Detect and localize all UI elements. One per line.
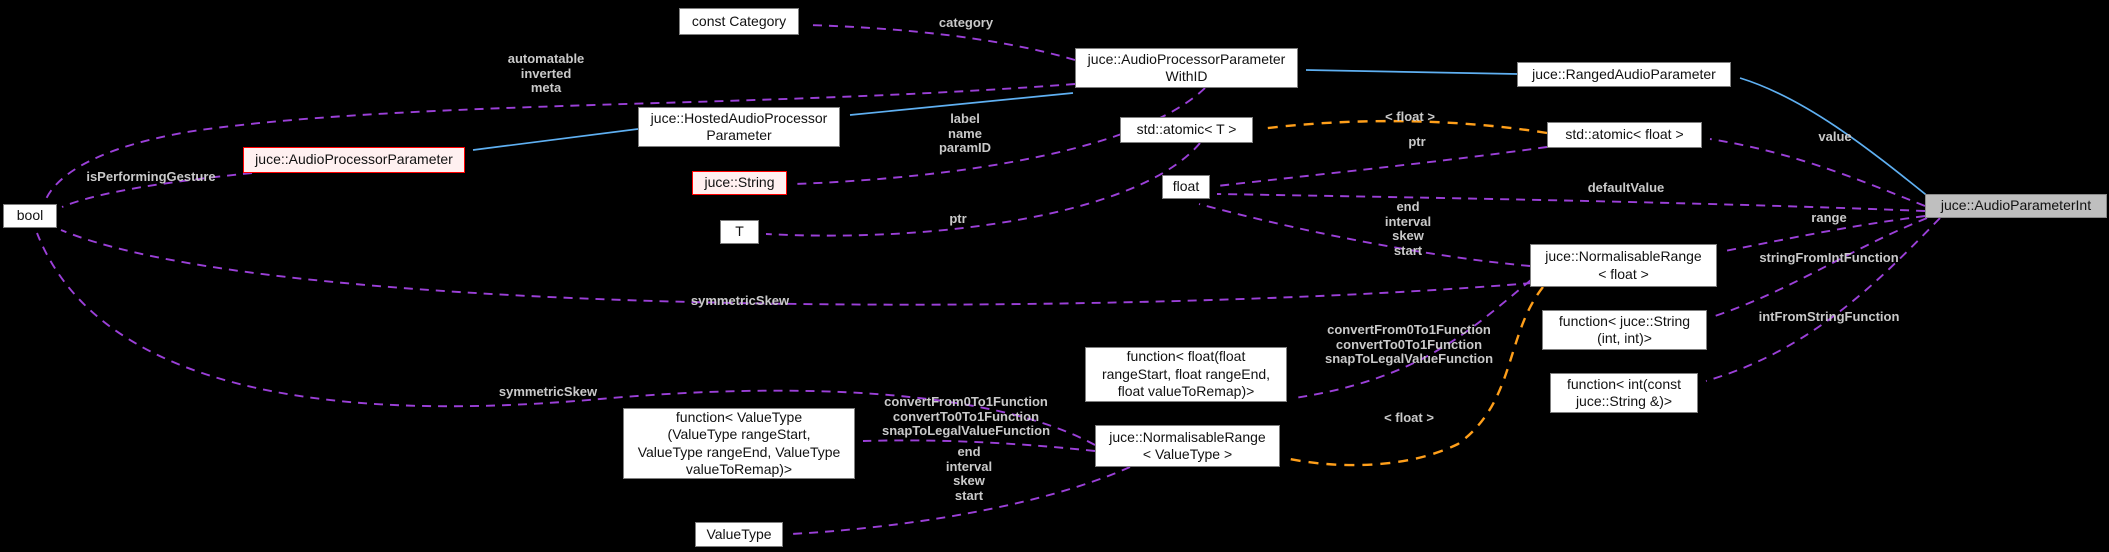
node-function-int-const-string: function< int(const juce::String &)>	[1550, 373, 1698, 413]
edge-symmetric-skew-upper	[60, 229, 1533, 306]
edge-inherit-withid-hosted	[849, 92, 1074, 116]
node-label: juce::HostedAudioProcessor	[650, 109, 828, 126]
edge-label-string-from-int-function: stringFromIntFunction	[1759, 250, 1899, 265]
node-juce-string[interactable]: juce::String	[692, 171, 787, 195]
node-const-category: const Category	[679, 8, 799, 35]
edge-label-value: value	[1818, 129, 1852, 144]
node-function-valuetype-remap: function< ValueType (ValueType rangeStar…	[623, 408, 855, 479]
edge-ptr-float	[1216, 146, 1548, 187]
node-label: ValueType	[706, 525, 772, 542]
node-label: Parameter	[706, 127, 772, 143]
node-label: juce::RangedAudioParameter	[1532, 65, 1716, 82]
node-label: valueToRemap)>	[685, 461, 793, 477]
edge-range	[1724, 215, 1926, 252]
node-label: juce::NormalisableRange	[1545, 248, 1702, 264]
node-label: WithID	[1165, 68, 1208, 84]
edge-string-from-int	[1714, 217, 1928, 317]
node-label: function< int(const	[1566, 375, 1681, 392]
edge-is-performing-gesture	[61, 172, 253, 208]
node-label: (int, int)>	[1597, 330, 1652, 346]
node-bool: bool	[3, 204, 57, 228]
node-label: float valueToRemap)>	[1117, 383, 1255, 400]
node-audio-processor-parameter-with-id[interactable]: juce::AudioProcessorParameter WithID	[1075, 48, 1298, 88]
edge-int-from-string	[1705, 217, 1941, 382]
node-label: juce::String	[704, 174, 775, 191]
edge-label-end-interval-skew-start-upper: end interval skew start	[1384, 199, 1432, 258]
node-label: juce::AudioParameterInt	[1940, 197, 2092, 214]
edge-label-label-name-paramid: label name paramID	[938, 111, 992, 155]
node-function-string-int-int: function< juce::String (int, int)>	[1542, 310, 1707, 350]
edge-convert-right	[1294, 279, 1532, 399]
edge-inherit-hosted-app	[472, 128, 639, 151]
node-hosted-audio-processor-parameter[interactable]: juce::HostedAudioProcessor Parameter	[638, 107, 840, 147]
node-label: rangeStart, float rangeEnd,	[1101, 365, 1271, 382]
node-label: juce::NormalisableRange	[1109, 428, 1266, 445]
edge-label-ptr-t: ptr	[949, 211, 967, 226]
node-label: juce::String &)>	[1575, 393, 1673, 409]
node-label: < ValueType >	[1142, 446, 1233, 462]
node-ranged-audio-parameter[interactable]: juce::RangedAudioParameter	[1517, 62, 1731, 87]
edge-label-float-instantiation-top: < float >	[1385, 109, 1435, 124]
node-std-atomic-float[interactable]: std::atomic< float >	[1547, 122, 1702, 148]
node-label: function< juce::String	[1558, 312, 1691, 329]
node-audio-processor-parameter[interactable]: juce::AudioProcessorParameter	[243, 147, 465, 173]
node-label: function< float(float	[1126, 348, 1246, 365]
edge-label-category: category	[938, 15, 994, 30]
edge-automatable	[45, 83, 1076, 200]
node-label: juce::AudioProcessorParameter	[255, 151, 453, 168]
node-function-float-remap: function< float(float rangeStart, float …	[1085, 347, 1287, 402]
edge-ptr-t	[765, 142, 1201, 237]
edge-label-ptr-float: ptr	[1408, 134, 1426, 149]
node-label: std::atomic< float >	[1565, 126, 1684, 143]
edge-value	[1709, 138, 1926, 207]
edge-label-automatable-inverted-meta: automatable inverted meta	[507, 51, 585, 95]
node-label: function< ValueType	[675, 408, 803, 425]
edge-label-convert-functions-right: convertFrom0To1Function convertTo0To1Fun…	[1324, 322, 1494, 366]
edge-label-int-from-string-function: intFromStringFunction	[1758, 309, 1900, 324]
node-label: const Category	[691, 12, 787, 29]
edge-label-is-performing-gesture: isPerformingGesture	[86, 169, 216, 184]
edge-label-float-instantiation-bottom: < float >	[1384, 410, 1434, 425]
node-valuetype: ValueType	[695, 522, 783, 547]
edge-template-normrange	[1289, 286, 1544, 467]
edge-label-range: range	[1811, 210, 1847, 225]
node-normalisable-range-valuetype[interactable]: juce::NormalisableRange < ValueType >	[1095, 425, 1280, 467]
node-label: std::atomic< T >	[1136, 121, 1237, 138]
edge-label-symmetric-skew-upper: symmetricSkew	[690, 293, 790, 308]
edge-symmetric-skew-lower	[36, 232, 1096, 446]
node-label: ValueType rangeEnd, ValueType	[637, 443, 841, 460]
edge-label-end-interval-skew-start-lower: end interval skew start	[945, 444, 993, 503]
edge-label-symmetric-skew-lower: symmetricSkew	[498, 384, 598, 399]
node-label: bool	[16, 207, 44, 224]
edge-label-name-paramid	[793, 87, 1206, 185]
edge-default-value	[1216, 193, 1926, 212]
edge-label-convert-functions-left: convertFrom0To1Function convertTo0To1Fun…	[881, 394, 1051, 438]
node-std-atomic-t[interactable]: std::atomic< T >	[1120, 117, 1253, 143]
node-label: (ValueType rangeStart,	[667, 426, 811, 442]
node-normalisable-range-float[interactable]: juce::NormalisableRange < float >	[1530, 244, 1717, 287]
node-label: float	[1172, 178, 1200, 195]
node-label: juce::AudioProcessorParameter	[1087, 50, 1286, 67]
edge-label-default-value: defaultValue	[1587, 180, 1665, 195]
edge-end-interval-upper	[1198, 203, 1531, 267]
edge-inherit-apint-ranged	[1739, 77, 1931, 199]
node-t: T	[720, 220, 759, 244]
node-audio-parameter-int: juce::AudioParameterInt	[1925, 194, 2107, 218]
edge-inherit-ranged-withid	[1305, 69, 1518, 75]
edge-end-interval-lower	[790, 466, 1131, 535]
node-label: < float >	[1598, 265, 1649, 282]
node-float: float	[1162, 175, 1210, 199]
node-label: T	[735, 223, 744, 240]
